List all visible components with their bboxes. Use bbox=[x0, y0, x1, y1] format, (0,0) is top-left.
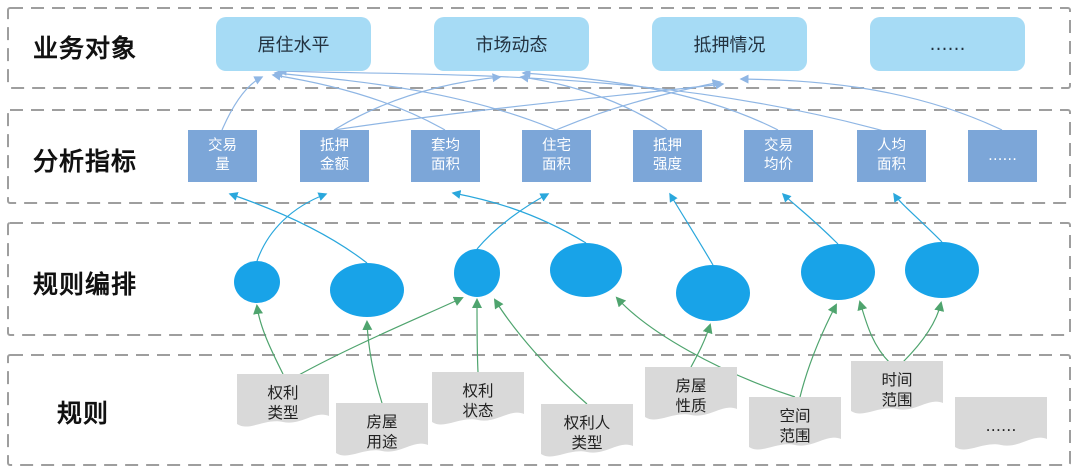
indicator-box: 住宅 面积 bbox=[522, 130, 591, 182]
business-object-box: 抵押情况 bbox=[652, 17, 807, 71]
indicator-box-more: …… bbox=[968, 130, 1037, 182]
indicator-to-object-arrows bbox=[221, 66, 1003, 134]
business-object-box: 居住水平 bbox=[216, 17, 371, 71]
indicator-box: 交易 均价 bbox=[744, 130, 813, 182]
business-object-box: 市场动态 bbox=[434, 17, 589, 71]
rule-orchestration-node bbox=[550, 243, 622, 297]
layer-label-rules: 规则 bbox=[57, 399, 110, 428]
layer-label-indicators: 分析指标 bbox=[33, 147, 138, 176]
rule-orchestration-node bbox=[676, 265, 750, 321]
rule-orchestration-node bbox=[234, 261, 280, 303]
rule-orchestration-node bbox=[330, 263, 404, 317]
rule-orchestration-node bbox=[801, 244, 875, 300]
band-orchestration bbox=[7, 222, 1071, 336]
indicator-box: 交易 量 bbox=[188, 130, 257, 182]
indicator-box: 抵押 强度 bbox=[633, 130, 702, 182]
indicator-box: 套均 面积 bbox=[411, 130, 480, 182]
rule-to-node-arrows bbox=[253, 296, 945, 405]
layer-label-business-objects: 业务对象 bbox=[33, 34, 138, 63]
node-to-indicator-arrows bbox=[228, 190, 943, 266]
indicator-box: 人均 面积 bbox=[857, 130, 926, 182]
layer-label-orchestration: 规则编排 bbox=[33, 270, 138, 299]
rule-orchestration-node bbox=[905, 242, 979, 298]
rule-orchestration-node bbox=[454, 249, 500, 297]
indicator-box: 抵押 金额 bbox=[300, 130, 369, 182]
business-object-box-more: …… bbox=[870, 17, 1025, 71]
